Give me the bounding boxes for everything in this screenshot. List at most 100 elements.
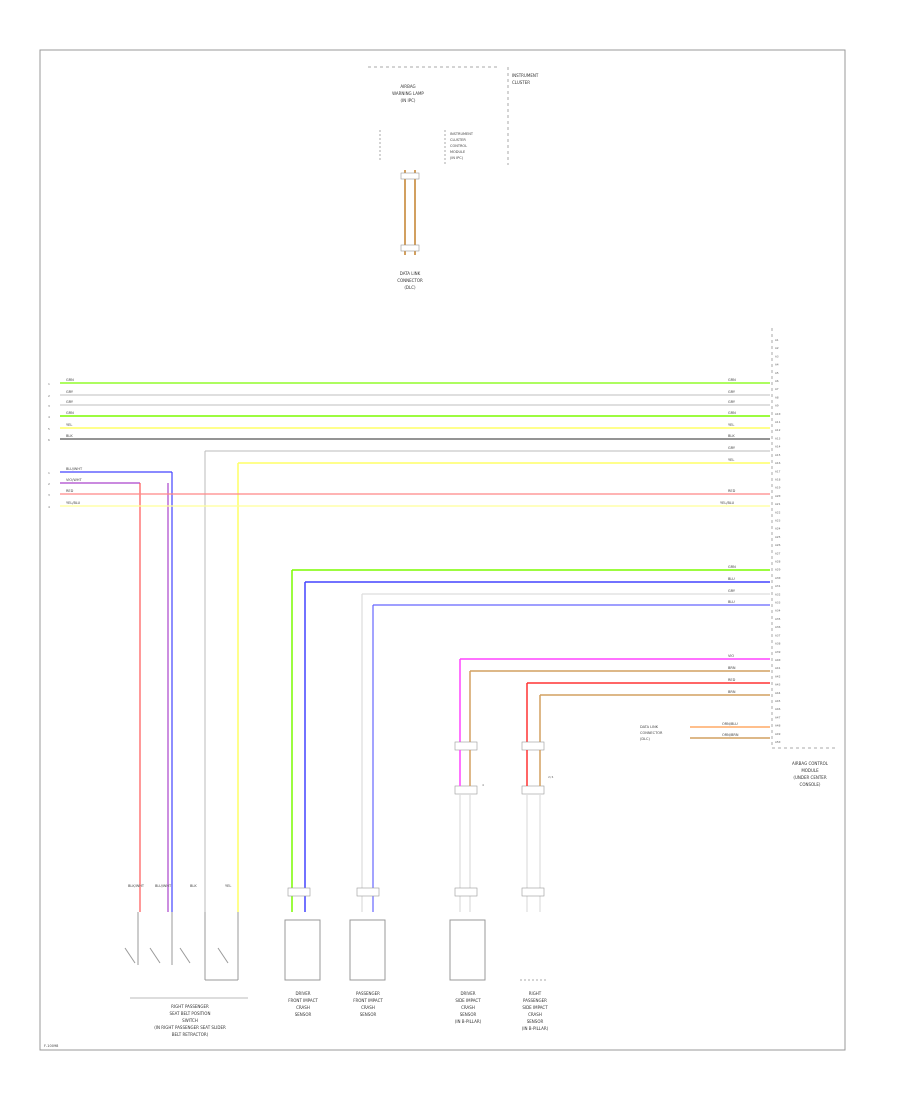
sensor-1-label-2: FRONT IMPACT (288, 998, 318, 1003)
switch-wire-label-1: BLK/WHT (128, 884, 145, 888)
right-label-3: GRY (728, 400, 736, 404)
right-low-label-3: RED (728, 678, 736, 682)
bus-a-pin-5: 5 (48, 427, 50, 431)
bottom-connectors (287, 887, 545, 897)
switch-wire-label-4: YEL (225, 884, 231, 888)
module-pin-3: A3 (775, 354, 779, 358)
module-pin-24: A24 (775, 527, 781, 531)
left-bus-b: 1 2 3 4 BLU/WHT VIO/WHT RED YEL/BLU RED … (48, 467, 770, 912)
module-pin-20: A20 (775, 494, 781, 498)
bus-a-pin-4: 4 (48, 415, 50, 419)
driver-side-sensor-box (449, 919, 486, 981)
dlc-side-label-2: CONNECTOR (640, 731, 663, 735)
switch-wire-label-2: BLU/WHT (155, 884, 172, 888)
bus-a-label-5: YEL (66, 423, 72, 427)
right-lower-label-1: RED (728, 489, 736, 493)
top-note-inner-1: INSTRUMENT (450, 132, 474, 136)
bus-a-label-2: GRY (66, 390, 74, 394)
module-pin-14: A14 (775, 445, 781, 449)
module-pin-13: A13 (775, 436, 781, 440)
module-pin-10: A10 (775, 412, 781, 416)
top-title-2: WARNING LAMP (392, 91, 424, 96)
bus-b-pin-1: 1 (48, 471, 50, 475)
diagram-code: F-10098 (44, 1044, 58, 1048)
module-pin-9: A9 (775, 404, 779, 408)
module-pin-17: A17 (775, 469, 781, 473)
bus-a-label-1: GRN (66, 378, 74, 382)
module-pin-44: A44 (775, 691, 781, 695)
right-label-7: GRY (728, 446, 736, 450)
page-frame (39, 49, 846, 1051)
left-bus-a: 1 2 3 4 5 6 GRN GRY GRY GRN YEL BLK (48, 378, 770, 442)
sensor-2-label-4: SENSOR (360, 1012, 377, 1017)
right-label-2: GRY (728, 390, 736, 394)
bus-a-pin-1: 1 (48, 382, 50, 386)
front-sensor-wires: GRN BLU GRY BLU (291, 565, 770, 912)
module-pin-18: A18 (775, 478, 781, 482)
right-low-label-2: BRN (728, 666, 736, 670)
bus-b-label-1: BLU/WHT (66, 467, 83, 471)
side-sensor-wires: VIO BRN RED BRN 4 2/4 (454, 654, 770, 912)
top-title-3: (IN IPC) (401, 98, 416, 103)
bus-a-pin-6: 6 (48, 438, 50, 442)
module-pin-43: A43 (775, 683, 781, 687)
module-pin-32: A32 (775, 592, 781, 596)
right-label-4: GRN (728, 411, 736, 415)
sensor-4-label-4: CRASH (528, 1012, 542, 1017)
module-pin-46: A46 (775, 707, 781, 711)
module-pin-29: A29 (775, 568, 781, 572)
driver-front-sensor-box (284, 919, 321, 981)
top-connector-label-1: DATA LINK (400, 271, 421, 276)
top-connector: DATA LINK CONNECTOR (DLC) (397, 170, 423, 290)
sensor-3-label-3: CRASH (461, 1005, 475, 1010)
bus-b-label-2: VIO/WHT (66, 478, 82, 482)
right-mid-label-3: GRY (728, 589, 736, 593)
top-title-1: AIRBAG (400, 84, 415, 89)
module-pin-28: A28 (775, 560, 781, 564)
dlc-side-label-1: DATA LINK (640, 725, 659, 729)
module-pin-26: A26 (775, 543, 781, 547)
module-pin-22: A22 (775, 510, 781, 514)
module-pin-6: A6 (775, 379, 779, 383)
module-pin-38: A38 (775, 642, 781, 646)
sensor-1-label-4: SENSOR (295, 1012, 312, 1017)
module-pin-16: A16 (775, 461, 781, 465)
bus-b-pin-4: 4 (48, 505, 50, 509)
module-pin-37: A37 (775, 633, 781, 637)
module-pin-5: A5 (775, 371, 779, 375)
right-lower-label-2: YEL/BLU (720, 501, 735, 505)
module-pin-25: A25 (775, 535, 781, 539)
right-label-8: YEL (728, 458, 734, 462)
module-pin-41: A41 (775, 666, 781, 670)
sensor-4-label-5: SENSOR (527, 1019, 544, 1024)
bus-b-pin-2: 2 (48, 482, 50, 486)
bus-b-label-4: YEL/BLU (66, 501, 81, 505)
vertical-tag-2: 2/4 (548, 775, 554, 779)
right-low-label-4: BRN (728, 690, 736, 694)
module-pin-45: A45 (775, 699, 781, 703)
main-module: A1A2A3A4A5A6A7A8A9A10A11A12A13A14A15A16A… (771, 328, 838, 787)
right-mid-label-2: BLU (728, 577, 735, 581)
top-note-right-2: CLUSTER (512, 80, 530, 85)
bus-a-pin-2: 2 (48, 394, 50, 398)
bus-b-pin-3: 3 (48, 493, 50, 497)
module-pin-21: A21 (775, 502, 781, 506)
module-pin-4: A4 (775, 363, 779, 367)
top-note-right-1: INSTRUMENT (512, 73, 539, 78)
switch-label-1: RIGHT PASSENGER (171, 1004, 209, 1009)
module-pin-list: A1A2A3A4A5A6A7A8A9A10A11A12A13A14A15A16A… (775, 338, 781, 744)
module-pin-2: A2 (775, 346, 779, 350)
dlc-side: DATA LINK CONNECTOR (DLC) ORN/BLU ORN/BR… (640, 722, 770, 741)
module-pin-42: A42 (775, 674, 781, 678)
top-note-inner-4: MODULE (450, 150, 465, 154)
module-pin-39: A39 (775, 650, 781, 654)
top-note-inner-5: (IN IPC) (450, 156, 464, 160)
sensor-boxes (284, 919, 548, 981)
bus-a-pin-3: 3 (48, 404, 50, 408)
right-mid-label-1: GRN (728, 565, 736, 569)
switch-label-2: SEAT BELT POSITION (170, 1011, 211, 1016)
passenger-front-sensor-box (349, 919, 386, 981)
right-label-6: BLK (728, 434, 735, 438)
bus-a-label-3: GRY (66, 400, 74, 404)
